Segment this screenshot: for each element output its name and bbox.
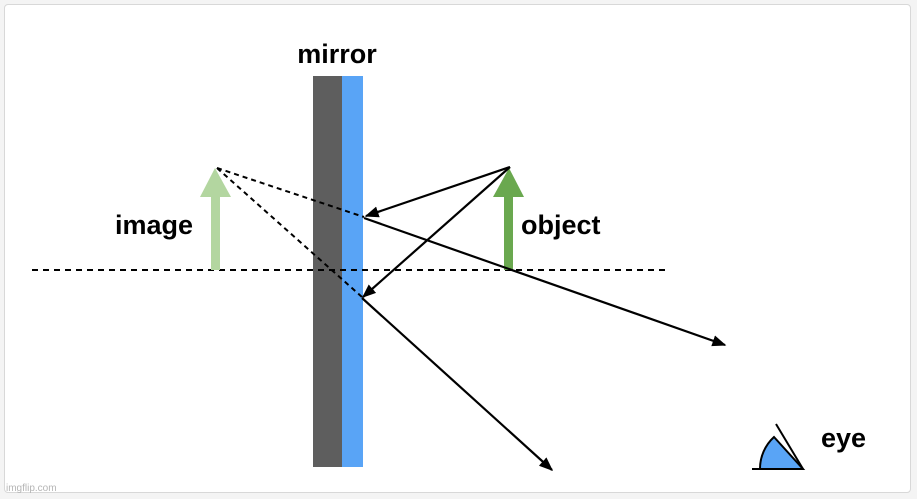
mirror-label: mirror xyxy=(297,39,377,69)
object-arrow xyxy=(493,168,524,270)
watermark: imgflip.com xyxy=(6,483,57,494)
reflected-ray-upper xyxy=(363,216,727,347)
eye-icon xyxy=(752,423,806,470)
image-label: image xyxy=(115,210,193,240)
mirror-back-panel xyxy=(313,76,342,467)
object-label: object xyxy=(521,210,601,240)
mirror-reflective-surface xyxy=(342,76,363,467)
eye-label: eye xyxy=(821,423,866,453)
image-arrow xyxy=(200,168,231,270)
virtual-ray-upper xyxy=(216,167,365,218)
diagram-card xyxy=(4,4,911,493)
reflected-ray-lower xyxy=(361,297,554,471)
incident-ray-lower xyxy=(361,166,511,298)
incident-ray-upper xyxy=(364,165,511,218)
